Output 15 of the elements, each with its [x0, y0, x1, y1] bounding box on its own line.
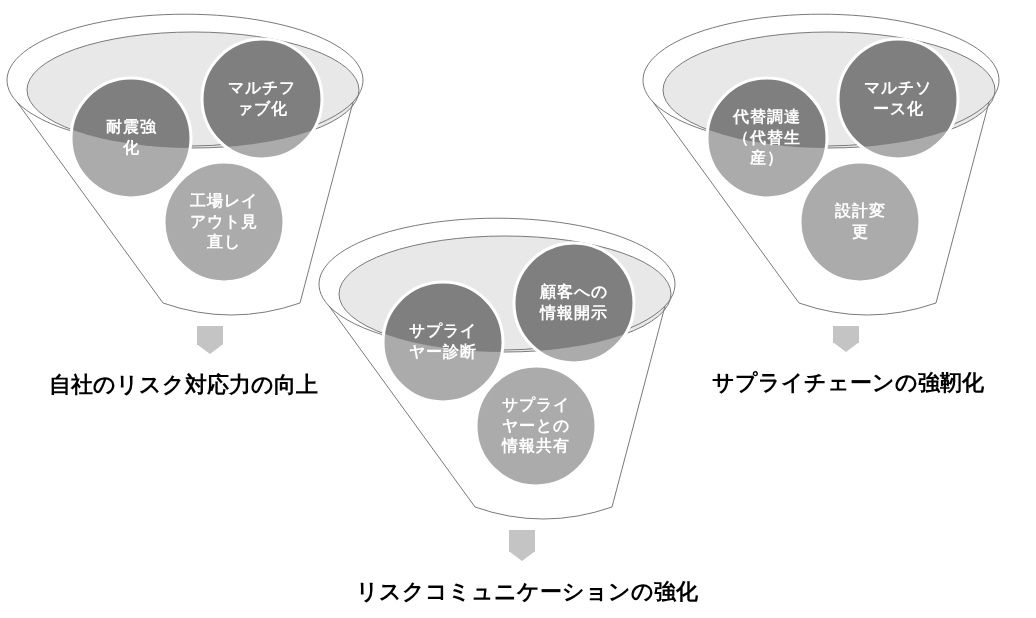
- circle-label: 工場レイアウト見直し: [189, 190, 259, 254]
- block-arrow: [833, 326, 859, 353]
- circle-label: サプライヤーとの情報共有: [500, 394, 571, 458]
- circle-label: 設計変更: [833, 201, 887, 243]
- block-arrow: [509, 530, 535, 562]
- result-label: 自社のリスク対応力の向上: [48, 368, 318, 401]
- circle-label: 耐震強化: [104, 117, 158, 159]
- result-label: リスクコミュニケーションの強化: [356, 575, 698, 608]
- circle-label: マルチソース化: [863, 78, 933, 120]
- circle-label: 顧客への情報開示: [538, 282, 609, 324]
- circle-label: マルチファブ化: [227, 78, 297, 120]
- circle-label: 代替調達（代替生産）: [731, 106, 802, 170]
- circle-label: サプライヤー診断: [408, 321, 478, 363]
- result-label: サプライチェーンの強靭化: [712, 366, 984, 399]
- block-arrow: [197, 326, 223, 355]
